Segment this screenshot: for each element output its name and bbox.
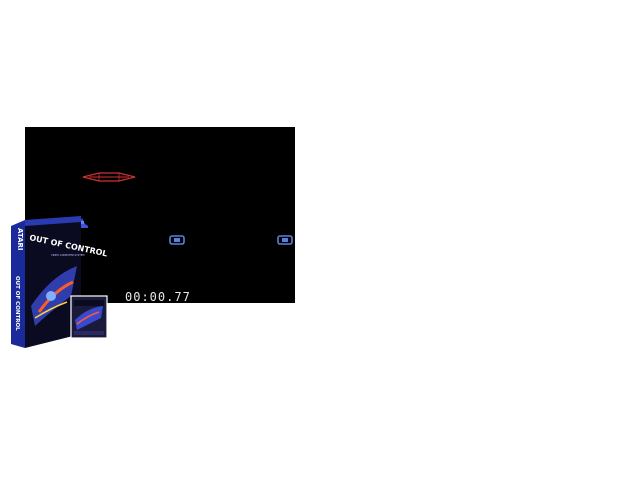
box-brand: ATARI	[16, 228, 24, 251]
target-pod	[169, 235, 185, 245]
box-spine-title: OUT OF CONTROL	[14, 276, 20, 331]
elapsed-timer: 00:00.77	[125, 290, 191, 303]
box-brand-sub: VIDEO COMPUTER SYSTEM	[51, 253, 85, 257]
enemy-ship	[82, 172, 136, 182]
target-pod	[277, 235, 293, 245]
box-art: ATARI OUT OF CONTROL OUT OF CONTROL VIDE…	[11, 216, 108, 348]
